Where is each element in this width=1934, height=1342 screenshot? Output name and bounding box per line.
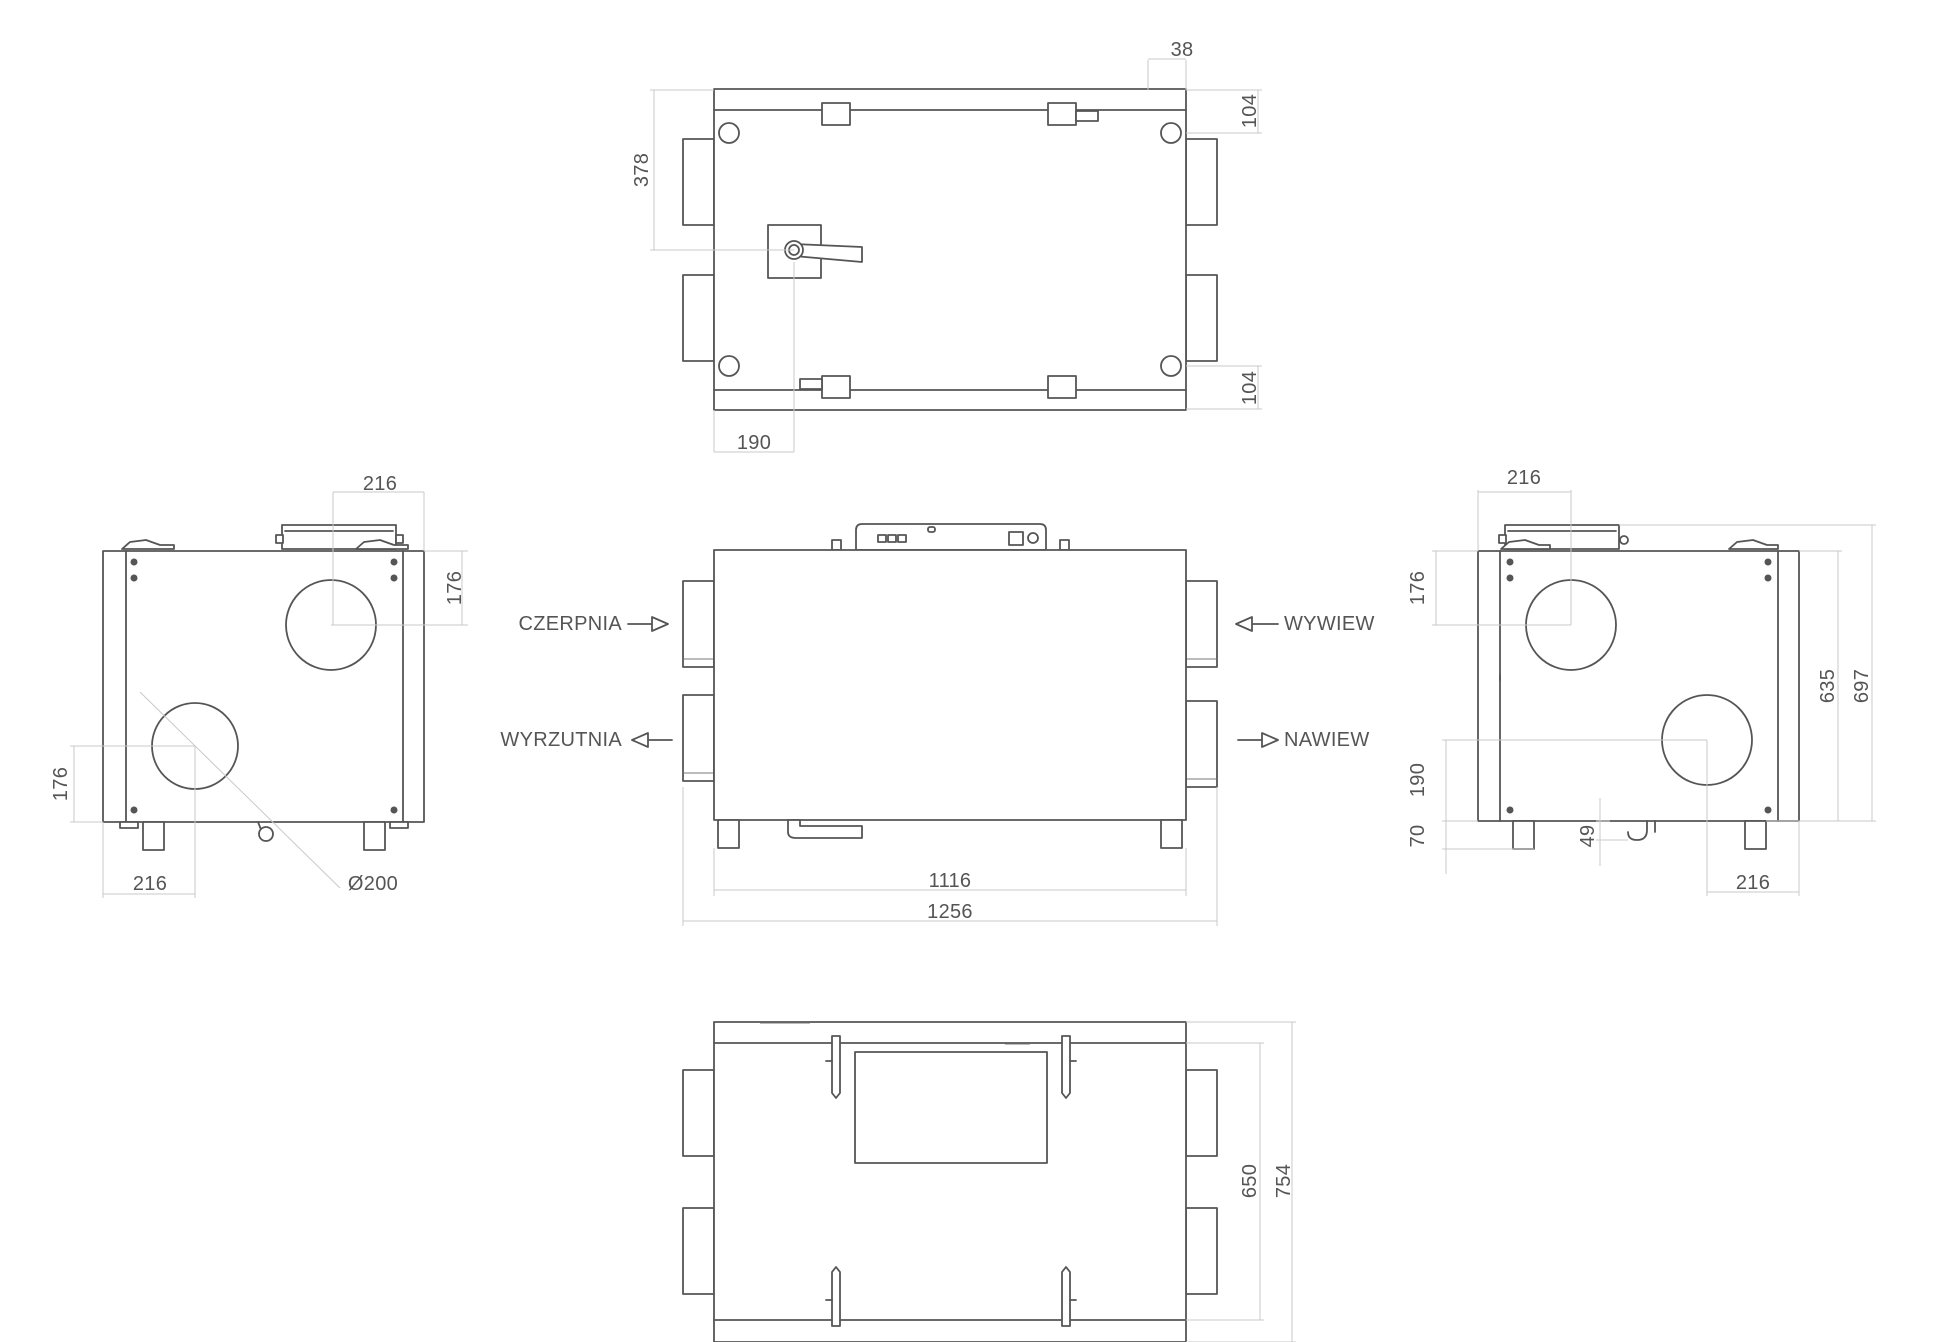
right-side-view: 216 176 190 70 49 216 635 697 <box>1407 467 1876 896</box>
mounting-hole <box>718 355 740 377</box>
label-czerpnia: CZERPNIA <box>518 613 622 635</box>
bracket <box>1061 1266 1071 1327</box>
access-panel <box>854 1051 1048 1164</box>
dim-216-bottom: 216 <box>133 873 167 895</box>
dim-1256: 1256 <box>927 901 973 923</box>
left-side-view: 216 176 176 216 Ø200 <box>50 473 468 898</box>
right-view-body <box>1477 550 1800 822</box>
dim-378: 378 <box>631 153 653 187</box>
bracket <box>821 375 851 399</box>
foot <box>717 819 740 849</box>
bracket <box>1061 1035 1071 1099</box>
duct-stub <box>1185 138 1218 226</box>
dim-104-lower: 104 <box>1239 371 1261 405</box>
front-view: CZERPNIA WYRZUTNIA WYWIEW NAWIEW 1116 12… <box>500 523 1375 926</box>
label-wyrzutnia: WYRZUTNIA <box>500 729 622 751</box>
dim-216-bottom: 216 <box>1736 872 1770 894</box>
label-wywiew: WYWIEW <box>1284 613 1375 635</box>
dim-70: 70 <box>1407 825 1429 848</box>
dim-49: 49 <box>1577 825 1599 848</box>
clip <box>355 539 409 550</box>
mounting-hole <box>1160 355 1182 377</box>
bracket <box>831 1035 841 1099</box>
dim-216-top: 216 <box>363 473 397 495</box>
dim-190: 190 <box>1407 763 1429 797</box>
arrow-in-icon <box>627 616 669 632</box>
dim-176: 176 <box>1407 571 1429 605</box>
foot <box>363 821 386 851</box>
bracket <box>821 102 851 126</box>
duct-stub <box>682 274 715 362</box>
dim-176-left: 176 <box>50 767 72 801</box>
duct-wyrzutnia <box>682 694 715 782</box>
clip <box>1728 539 1779 550</box>
clip <box>121 539 175 550</box>
dim-190: 190 <box>737 432 771 454</box>
duct-stub <box>682 1207 715 1295</box>
dim-104-upper: 104 <box>1239 94 1261 128</box>
bracket-tab <box>1075 110 1099 122</box>
arrow-out-icon <box>1237 732 1279 748</box>
dim-216-top: 216 <box>1507 467 1541 489</box>
bottom-view: 650 754 <box>682 1021 1296 1342</box>
dim-635: 635 <box>1817 669 1839 703</box>
dim-diameter-200: Ø200 <box>348 873 398 895</box>
mounting-hole <box>1160 122 1182 144</box>
label-nawiew: NAWIEW <box>1284 729 1370 751</box>
dim-650: 650 <box>1239 1164 1261 1198</box>
control-panel <box>855 523 1047 551</box>
duct-stub <box>682 1069 715 1157</box>
foot <box>1512 820 1535 850</box>
duct-stub <box>1185 274 1218 362</box>
bracket <box>1047 102 1077 126</box>
duct-stub <box>1185 1069 1218 1157</box>
front-view-body <box>713 549 1187 821</box>
duct-czerpnia <box>682 580 715 668</box>
foot <box>1160 819 1183 849</box>
duct-stub <box>682 138 715 226</box>
bracket <box>831 1266 841 1327</box>
duct-nawiew <box>1185 700 1218 788</box>
arrow-in-icon <box>1235 616 1279 632</box>
clip <box>1500 539 1551 550</box>
top-view: 38 104 104 378 190 <box>631 39 1262 454</box>
arrow-out-icon <box>631 732 673 748</box>
dim-176-right: 176 <box>444 571 466 605</box>
foot <box>142 821 165 851</box>
dim-38: 38 <box>1171 39 1194 61</box>
condensate-pipe <box>787 819 863 839</box>
dim-1116: 1116 <box>929 870 972 892</box>
duct-wywiew <box>1185 580 1218 668</box>
left-view-body <box>102 550 425 823</box>
duct-stub <box>1185 1207 1218 1295</box>
bracket <box>1047 375 1077 399</box>
mounting-hole <box>718 122 740 144</box>
bracket-tab <box>799 378 823 390</box>
dim-754: 754 <box>1273 1164 1295 1198</box>
foot <box>1744 820 1767 850</box>
dim-697: 697 <box>1851 669 1873 703</box>
